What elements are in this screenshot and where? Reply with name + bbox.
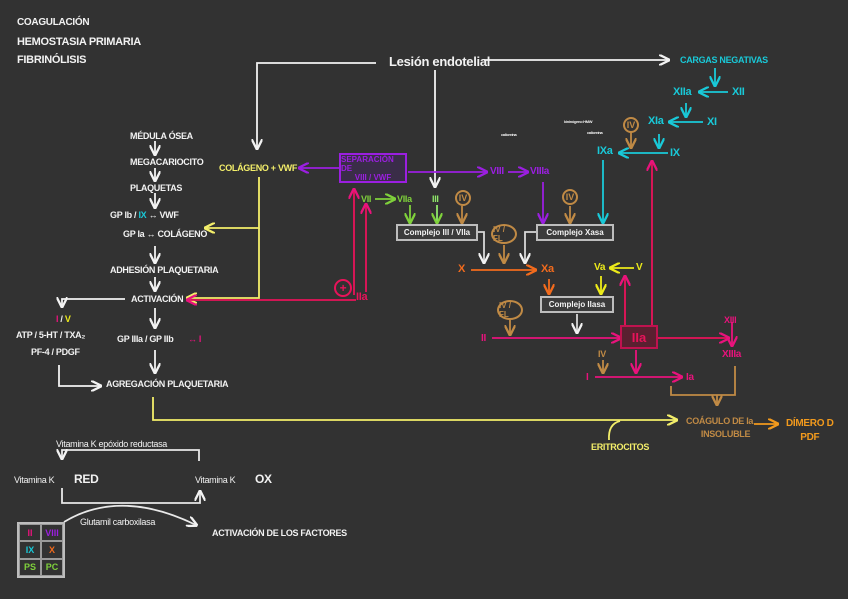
eritrocitos-label: ERITROCITOS — [591, 442, 650, 452]
cargas-negativas-label: CARGAS NEGATIVAS — [680, 55, 768, 65]
calcium-fl-circle-x: IV / FL — [491, 224, 517, 244]
gp1b-ix-label: GP Ib / IX ↔ VWF — [110, 211, 179, 220]
vk-carboxylase-label: Glutamil carboxilasa — [80, 517, 156, 527]
vk-red-state: RED — [74, 472, 99, 486]
factor-va: Va — [594, 262, 606, 273]
vk-activation-label: ACTIVACIÓN DE LOS FACTORES — [212, 528, 347, 538]
dimero-line1: DÍMERO D — [786, 418, 834, 429]
factor-xia: XIa — [648, 115, 664, 127]
gp1b-ix: IX — [138, 210, 147, 220]
gp2b3a-ligand: ↔ I — [188, 334, 202, 344]
legend-factor-viii: VIII — [41, 524, 63, 542]
factor-xii: XII — [732, 86, 745, 98]
factor-vii: VII — [361, 194, 372, 204]
legend-factor-x: X — [41, 541, 63, 559]
factor-viii: VIII — [490, 166, 504, 177]
calcium-label-i: IV — [598, 349, 606, 359]
calcium-circle-iii: IV — [455, 190, 471, 206]
separation-line2: VIII / VWF — [354, 172, 392, 182]
menu-item-hemostasia-primaria[interactable]: HEMOSTASIA PRIMARIA — [17, 36, 141, 48]
factor-xa: Xa — [541, 263, 554, 275]
separation-box: SEPARACIÓN DE VIII / VWF — [339, 153, 407, 183]
calcium-fl-circle-ii: IV / FL — [497, 300, 523, 320]
factor-xiii: XIII — [724, 315, 737, 325]
factor-x: X — [458, 263, 466, 275]
granule-sep: / — [60, 314, 63, 324]
legend-factor-ix: IX — [19, 541, 41, 559]
adhesion-label: ADHESIÓN PLAQUETARIA — [110, 265, 219, 275]
mediators-line2: PF-4 / PDGF — [31, 347, 80, 357]
calcium-circle-xi: IV — [623, 117, 639, 133]
vk-ox-label: Vitamina K — [195, 475, 236, 485]
factor-ixa: IXa — [597, 145, 613, 157]
mediators-line1: ATP / 5-HT / TXA₂ — [16, 330, 86, 340]
factor-xi: XI — [707, 116, 717, 128]
menu-item-fibrinolisis[interactable]: FIBRINÓLISIS — [17, 54, 87, 66]
thrombin-feedback-iia: IIa — [356, 291, 368, 303]
lesion-endotelial-label: Lesión endotelial — [389, 54, 491, 69]
complejo-xasa-box: Complejo Xasa — [536, 224, 614, 241]
legend-protein-s: PS — [19, 558, 41, 576]
agregacion-label: AGREGACIÓN PLAQUETARIA — [106, 379, 229, 389]
vk-reductase-label: Vitamina K epóxido reductasa — [56, 439, 168, 449]
clot-line2: INSOLUBLE — [700, 428, 751, 439]
activacion-label: ACTIVACIÓN — [131, 294, 184, 304]
vk-red-label: Vitamina K — [14, 475, 55, 485]
gp2b3a-label: GP IIIa / GP IIb — [117, 334, 174, 344]
separation-line1: SEPARACIÓN DE — [341, 154, 394, 173]
calcium-circle-viii: IV — [562, 189, 578, 205]
gp1a-label: GP Ia ↔ COLÁGENO — [123, 229, 208, 239]
factor-i: I — [586, 372, 589, 383]
megacariocito-label: MEGACARIOCITO — [130, 157, 204, 167]
granule-i: I — [56, 314, 59, 324]
note-calicreina-2: calicreína — [501, 132, 517, 137]
note-kininogeno: kininógeno HMW — [564, 119, 593, 124]
clot-line1: COÁGULO DE Ia — [686, 416, 754, 426]
thrombin-iia-box: IIa — [620, 325, 658, 349]
coagulo-insoluble-label: COÁGULO DE Ia INSOLUBLE — [686, 415, 753, 440]
factor-ix: IX — [670, 147, 680, 159]
factor-ii: II — [481, 333, 486, 344]
complejo-iii-viia-box: Complejo III / VIIa — [396, 224, 478, 241]
vk-factors-legend: II VIII IX X PS PC — [17, 522, 65, 578]
factor-ia: Ia — [686, 372, 694, 383]
medula-osea-label: MÉDULA ÓSEA — [130, 131, 193, 141]
vk-ox-state: OX — [255, 472, 272, 486]
legend-factor-ii: II — [19, 524, 41, 542]
complejo-iiasa-box: Complejo IIasa — [540, 296, 614, 313]
plus-feedback-icon: + — [334, 279, 352, 297]
plaquetas-label: PLAQUETAS — [130, 183, 183, 193]
granules-label: I / V — [56, 315, 71, 324]
factor-iii: III — [432, 194, 439, 204]
factor-viia: VIIa — [397, 194, 412, 204]
legend-protein-c: PC — [41, 558, 63, 576]
colageno-vwf-label: COLÁGENO + VWF — [219, 163, 298, 173]
gp1b-suffix: ↔ VWF — [148, 210, 179, 220]
factor-xiiia: XIIIa — [722, 349, 742, 360]
factor-v: V — [636, 262, 643, 273]
menu-item-coagulacion[interactable]: COAGULACIÓN — [17, 17, 90, 28]
factor-viiia: VIIIa — [530, 166, 550, 177]
dimero-line2: PDF — [800, 431, 820, 443]
granule-v: V — [64, 314, 71, 324]
note-calicreina: calicreína — [587, 130, 603, 135]
gp1b-prefix: GP Ib / — [110, 210, 137, 220]
dimero-d-pdf-label: DÍMERO D PDF — [786, 417, 834, 444]
line-lesion-left — [257, 62, 376, 148]
factor-xiia: XIIa — [673, 86, 692, 98]
